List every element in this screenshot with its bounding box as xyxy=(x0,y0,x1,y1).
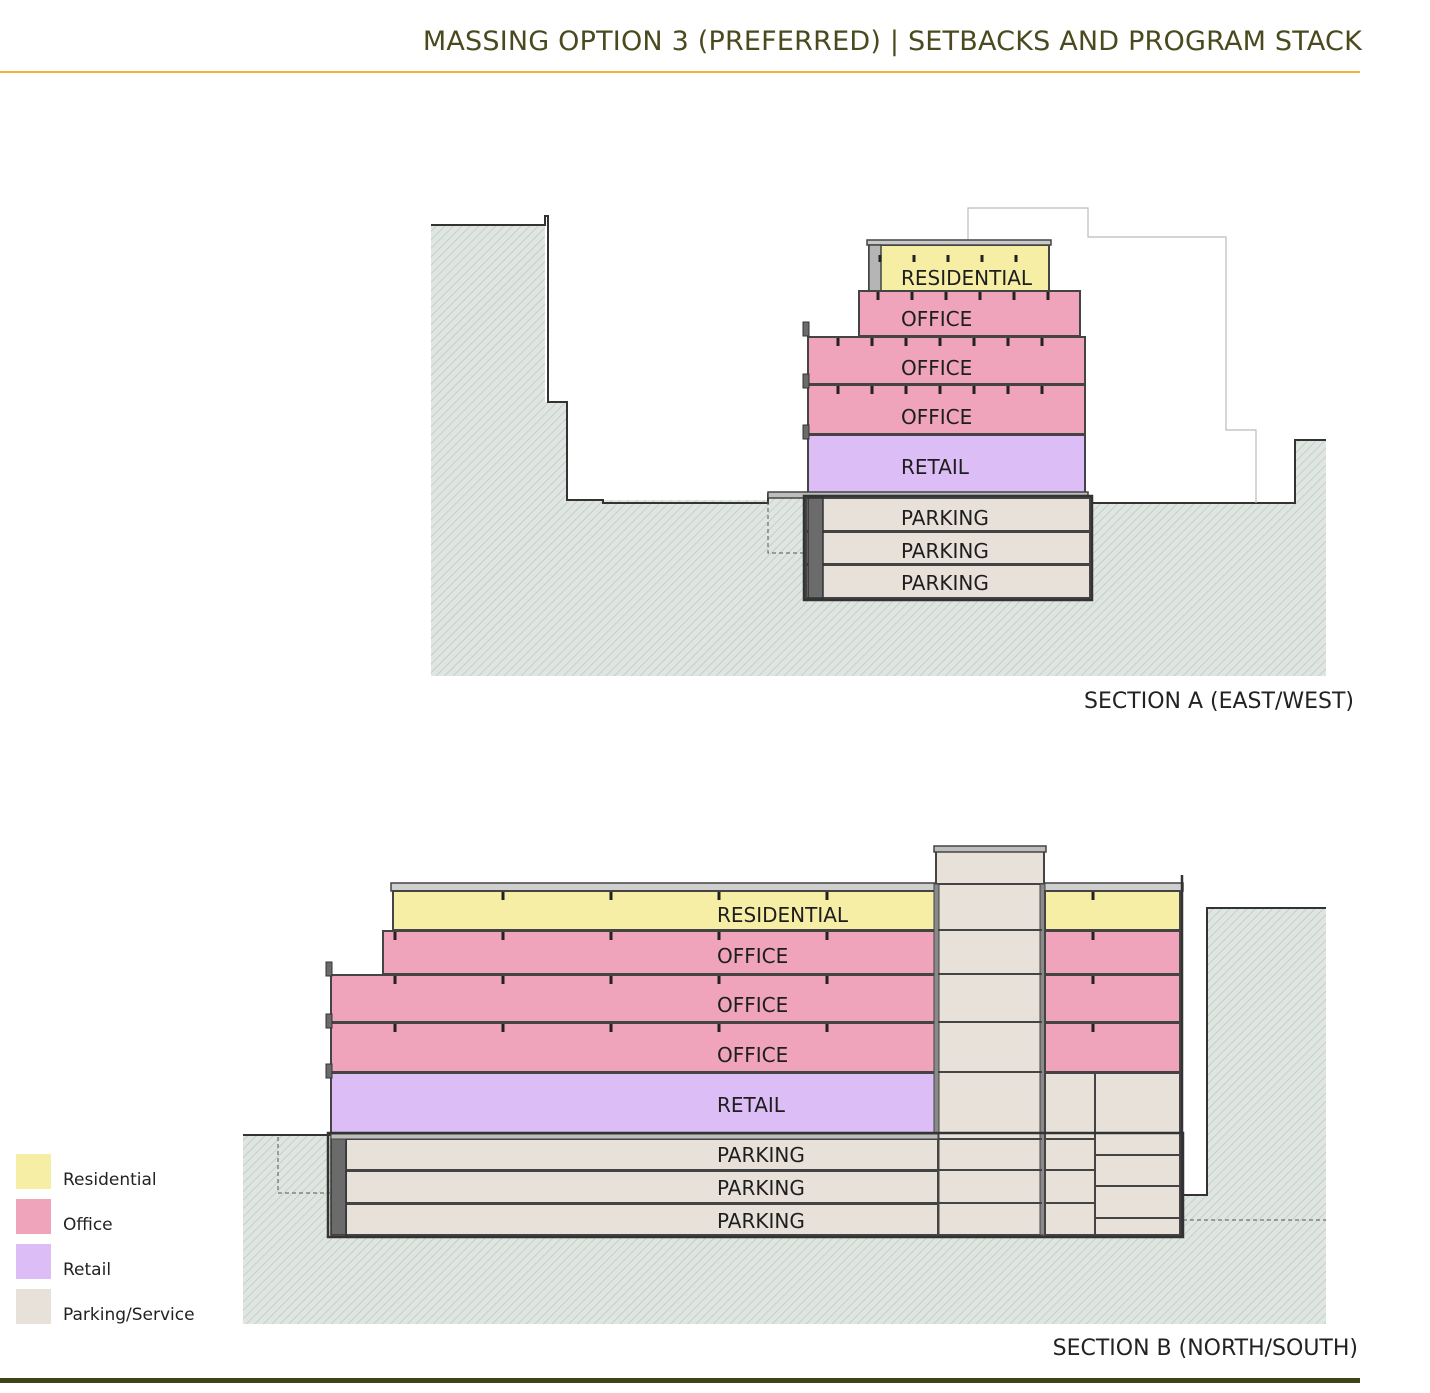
section-b-floor-office-1 xyxy=(382,930,939,975)
section-a-label-parking-3: PARKING xyxy=(901,571,989,595)
section-a-floor-residential xyxy=(868,244,1050,292)
section-b-east-residential xyxy=(1044,890,1181,931)
section-a-parking-2 xyxy=(805,531,1091,565)
legend-swatch-parking-service xyxy=(16,1289,51,1324)
section-b-east-service-lines xyxy=(1045,1073,1180,1235)
section-b-label-retail: RETAIL xyxy=(717,1093,786,1117)
section-b-foundation-wall xyxy=(330,1134,347,1236)
section-b-floor-office-3 xyxy=(330,1022,939,1073)
section-a-floor-office-2 xyxy=(807,336,1086,385)
section-b-floor-residential xyxy=(392,890,939,931)
section-a-label-parking-2: PARKING xyxy=(901,539,989,563)
section-a-foundation-wall xyxy=(807,497,824,599)
section-a-label-office-3: OFFICE xyxy=(901,405,972,429)
section-a-dashed-outline xyxy=(767,494,808,554)
legend-swatch-residential xyxy=(16,1154,51,1189)
section-a-facade-ticks xyxy=(836,255,1050,394)
section-a-caption: SECTION A (EAST/WEST) xyxy=(1084,689,1354,714)
legend-label-retail: Retail xyxy=(63,1260,112,1280)
section-b-floor-retail xyxy=(330,1072,939,1136)
section-b-east-office-2 xyxy=(1044,974,1181,1023)
section-a-basement-outline xyxy=(802,494,1094,602)
section-b-ground-line-right xyxy=(1183,907,1326,1196)
section-a-floor-retail xyxy=(807,434,1086,495)
section-a-ground-line-right xyxy=(1088,439,1326,504)
legend-label-parking-service: Parking/Service xyxy=(63,1305,195,1325)
section-a-parking-1 xyxy=(805,497,1091,532)
section-b-dashed-left xyxy=(277,1137,330,1194)
legend-swatch-office xyxy=(16,1199,51,1234)
section-a-labels: RESIDENTIAL OFFICE OFFICE OFFICE RETAIL … xyxy=(901,266,1033,595)
header-rule xyxy=(0,71,1360,73)
section-b-label-parking-2: PARKING xyxy=(717,1176,805,1200)
footer-rule xyxy=(0,1378,1360,1383)
section-b-core-roof xyxy=(933,845,1047,853)
section-b-drawing: RESIDENTIAL OFFICE OFFICE OFFICE RETAIL … xyxy=(243,845,1326,1324)
section-b-parking-3 xyxy=(345,1203,939,1236)
section-a-label-retail: RETAIL xyxy=(901,455,970,479)
section-a-floor-office-3 xyxy=(807,384,1086,435)
section-b-caption: SECTION B (NORTH/SOUTH) xyxy=(1052,1336,1358,1361)
section-b-label-office-3: OFFICE xyxy=(717,1043,788,1067)
section-a-label-parking-1: PARKING xyxy=(901,506,989,530)
section-a-ground xyxy=(431,225,1326,676)
section-b-core-penthouse xyxy=(935,847,1045,885)
section-b-label-residential: RESIDENTIAL xyxy=(717,903,849,927)
section-b-core-floor-lines xyxy=(938,929,1042,1204)
section-a-label-residential: RESIDENTIAL xyxy=(901,266,1033,290)
section-b-core xyxy=(937,883,1043,1236)
page-title: MASSING OPTION 3 (PREFERRED) | SETBACKS … xyxy=(422,26,1362,57)
section-b-floor-office-2 xyxy=(330,974,939,1023)
section-b-podium-slab xyxy=(330,1133,939,1140)
section-a-facade-knobs xyxy=(802,321,810,440)
section-b-label-parking-1: PARKING xyxy=(717,1143,805,1167)
section-b-parking-1 xyxy=(345,1138,939,1171)
section-b-parking-2 xyxy=(345,1170,939,1204)
section-b-label-office-1: OFFICE xyxy=(717,944,788,968)
section-a-roof-parapet xyxy=(866,239,1052,246)
section-b-label-office-2: OFFICE xyxy=(717,993,788,1017)
section-a-neighbor-outline xyxy=(967,207,1257,503)
section-b-roof-parapet xyxy=(390,882,1184,892)
legend-swatch-retail xyxy=(16,1244,51,1279)
section-a-label-office-1: OFFICE xyxy=(901,307,972,331)
section-a-parking-3 xyxy=(805,564,1091,599)
section-a-drawing: RESIDENTIAL OFFICE OFFICE OFFICE RETAIL … xyxy=(431,207,1326,676)
section-b-label-parking-3: PARKING xyxy=(717,1209,805,1233)
section-a-floor-office-1 xyxy=(858,290,1081,337)
section-a-stair-core xyxy=(868,244,882,292)
legend-label-residential: Residential xyxy=(63,1170,157,1190)
section-b-facade-knobs xyxy=(325,961,333,1079)
legend-label-office: Office xyxy=(63,1215,113,1235)
section-b-facade-ticks xyxy=(393,892,1095,1032)
section-b-labels: RESIDENTIAL OFFICE OFFICE OFFICE RETAIL … xyxy=(717,903,849,1233)
section-a-label-office-2: OFFICE xyxy=(901,356,972,380)
section-b-east-office-3 xyxy=(1044,1022,1181,1073)
section-b-east-office-1 xyxy=(1044,930,1181,975)
